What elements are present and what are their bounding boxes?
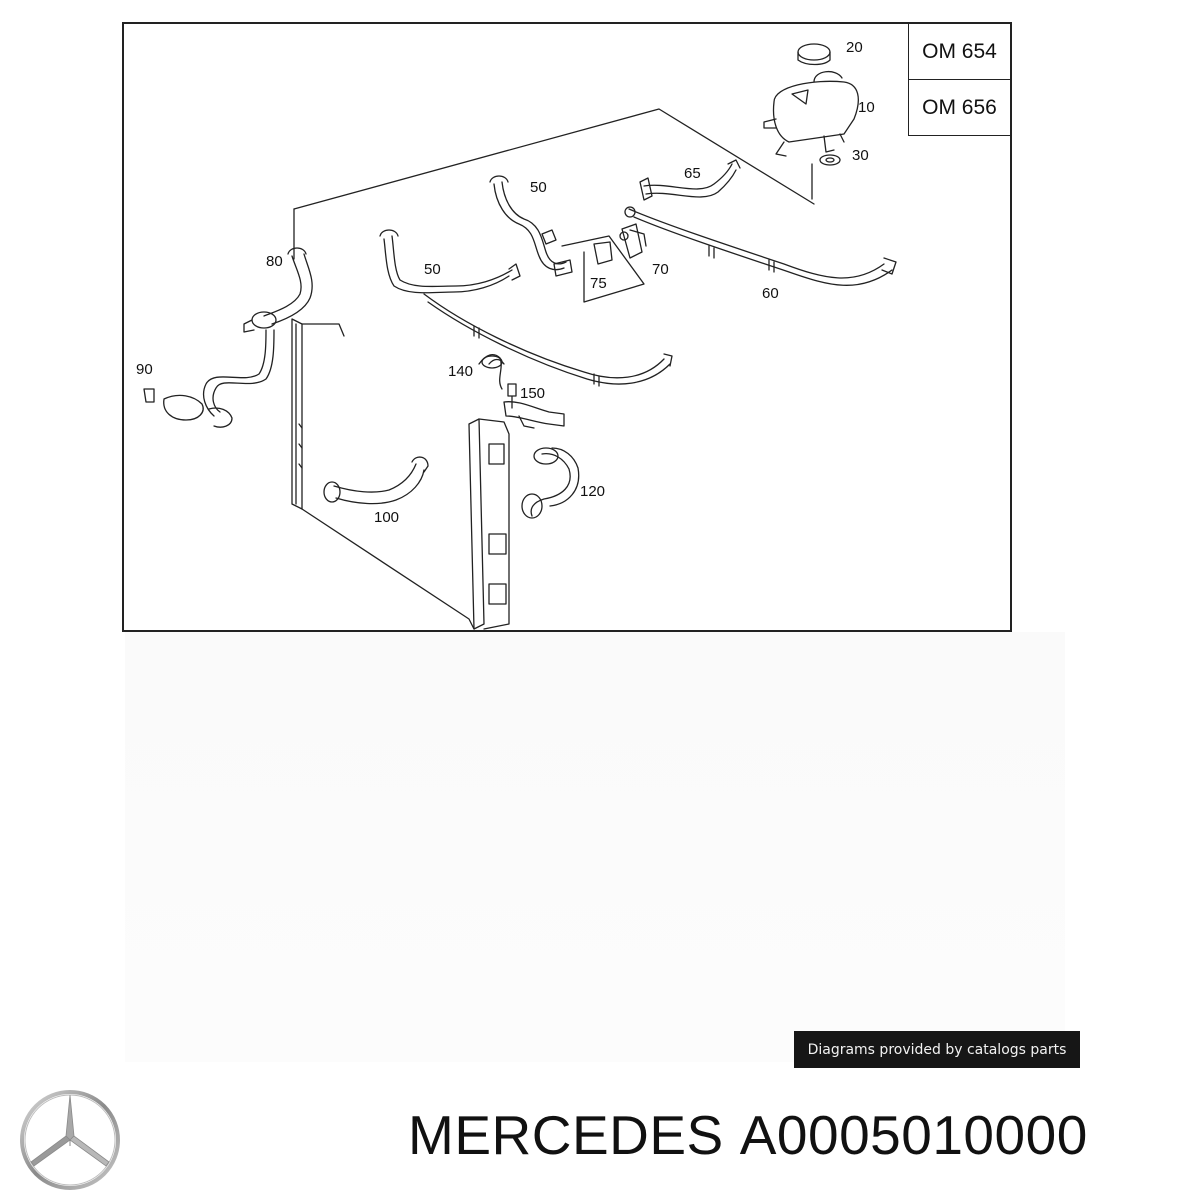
part-label-80: 80 <box>266 253 283 270</box>
leader-line <box>293 108 815 210</box>
credit-badge: Diagrams provided by catalogs parts <box>794 1031 1080 1068</box>
hose-50-upper <box>493 181 567 271</box>
part-label-60: 60 <box>762 285 779 302</box>
hose-100 <box>333 463 425 505</box>
part-label-65: 65 <box>684 165 701 182</box>
coolant-pipe <box>423 293 671 385</box>
radiator <box>291 318 303 510</box>
part-label-90: 90 <box>136 361 153 378</box>
mercedes-star-icon <box>20 1090 120 1190</box>
background-panel <box>125 632 1065 1062</box>
part-label-50-upper: 50 <box>530 179 547 196</box>
engine-variant-om656: OM 656 <box>909 79 1010 135</box>
parts-diagram: OM 654 OM 656 20 10 30 65 50 50 80 70 75… <box>122 22 1012 632</box>
part-label-70: 70 <box>652 261 669 278</box>
engine-variant-om654: OM 654 <box>922 39 997 63</box>
part-label-75: 75 <box>590 275 607 292</box>
hose-80 <box>263 253 313 325</box>
pipe-60 <box>628 208 893 286</box>
part-label-20: 20 <box>846 39 863 56</box>
part-label-120: 120 <box>580 483 606 500</box>
part-label-50-lower: 50 <box>424 261 441 278</box>
part-number: A0005010000 <box>739 1104 1088 1166</box>
part-label-150: 150 <box>520 385 546 402</box>
hose-65 <box>643 163 737 198</box>
cooling-system-drawing <box>143 43 897 630</box>
engine-variant-box: OM 654 OM 656 <box>908 24 1010 136</box>
expansion-tank <box>772 80 859 143</box>
brand-name: MERCEDES <box>408 1104 724 1166</box>
hose-90 <box>202 329 275 417</box>
hose-120 <box>530 447 580 517</box>
part-label-100: 100 <box>374 509 400 526</box>
part-label-140: 140 <box>448 363 474 380</box>
bolt-150 <box>507 383 517 409</box>
hose-50-lower <box>383 235 513 294</box>
part-label-10: 10 <box>858 99 875 116</box>
part-label-30: 30 <box>852 147 869 164</box>
